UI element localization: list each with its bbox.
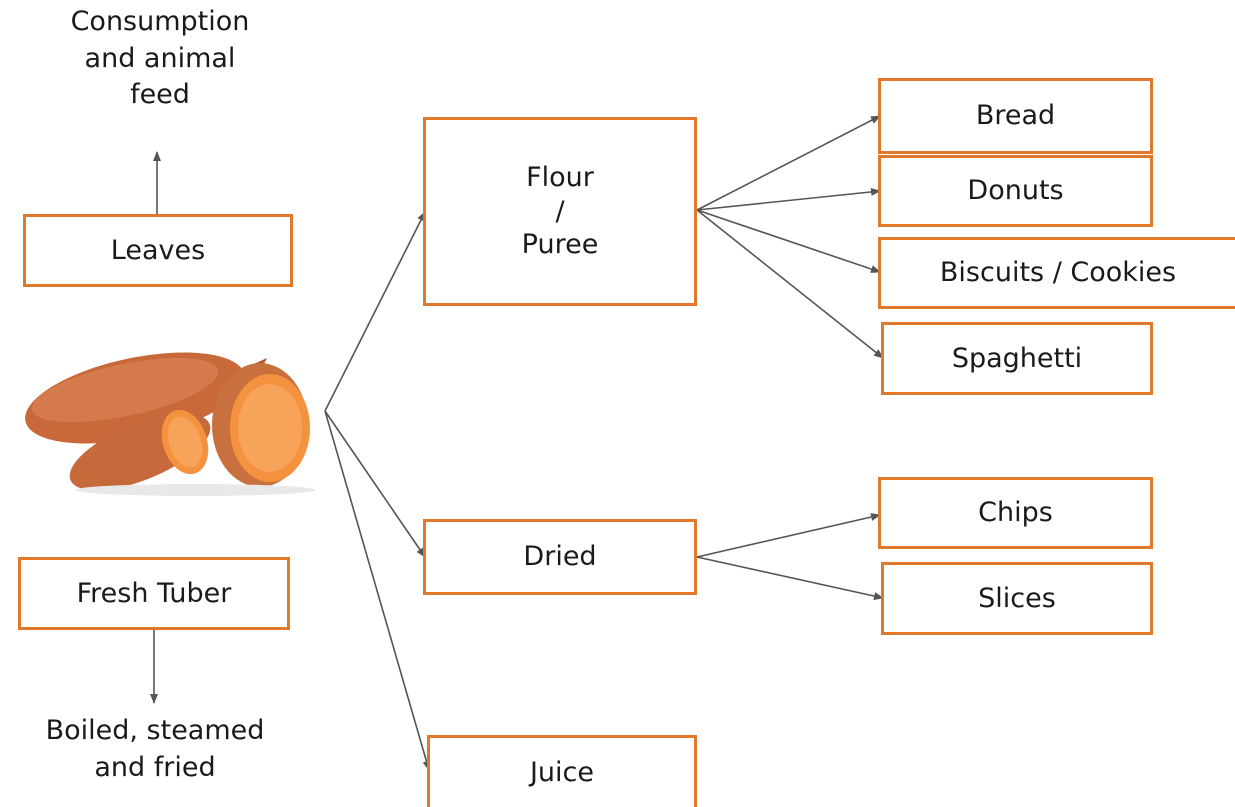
arrow-flour-to-bread bbox=[696, 115, 881, 211]
flour-puree-box: Flour / Puree bbox=[423, 117, 697, 306]
fresh-tuber-box: Fresh Tuber bbox=[18, 557, 290, 630]
arrow-dried-to-slices bbox=[696, 556, 884, 600]
juice-box: Juice bbox=[427, 735, 697, 807]
spaghetti-box: Spaghetti bbox=[881, 322, 1153, 395]
leaves-box: Leaves bbox=[23, 214, 293, 287]
consumption-animal-feed-label: Consumption and animal feed bbox=[70, 6, 250, 111]
arrow-dried-to-chips bbox=[696, 513, 881, 558]
dried-box: Dried bbox=[423, 519, 697, 595]
arrow-hub-to-dried bbox=[324, 410, 426, 558]
sweet-potato-cut-right bbox=[212, 363, 310, 487]
donuts-box: Donuts bbox=[878, 155, 1153, 227]
chips-box: Chips bbox=[878, 477, 1153, 549]
sweet-potato-image bbox=[25, 352, 315, 496]
slices-box: Slices bbox=[881, 562, 1153, 635]
biscuits-cookies-box: Biscuits / Cookies bbox=[878, 237, 1235, 309]
arrow-flour-to-biscuits bbox=[696, 209, 881, 273]
boiled-steamed-fried-label: Boiled, steamed and fried bbox=[45, 715, 265, 783]
arrow-hub-to-juice bbox=[324, 410, 431, 771]
sweet-potato-cut-left bbox=[69, 409, 211, 491]
arrow-hub-to-flour bbox=[324, 211, 426, 412]
arrow-flour-to-donuts bbox=[696, 187, 881, 211]
arrow-flour-to-spaghetti bbox=[696, 209, 884, 359]
bread-box: Bread bbox=[878, 78, 1153, 154]
